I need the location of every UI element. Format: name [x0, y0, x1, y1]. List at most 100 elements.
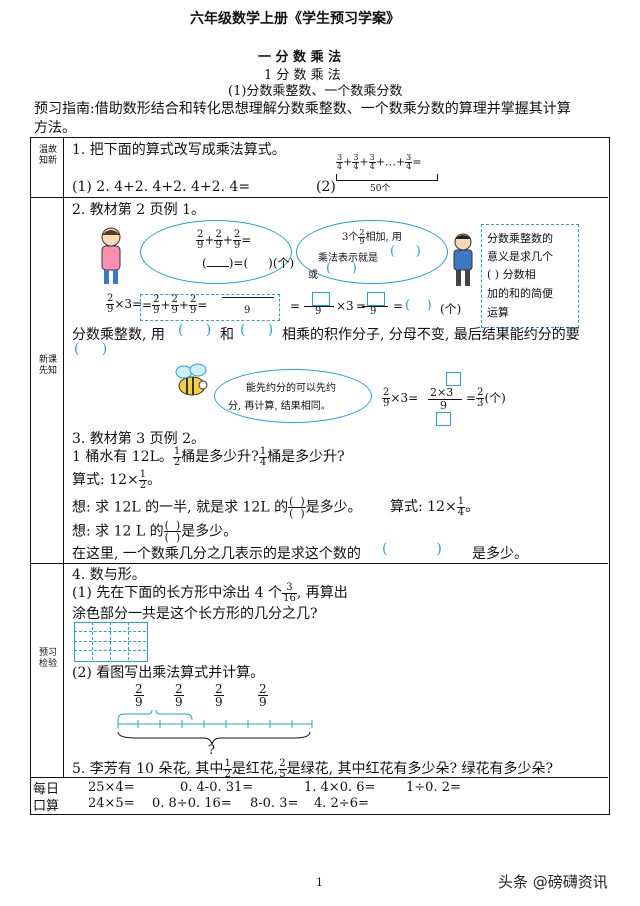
rule-blank-3: ( ) — [74, 341, 108, 357]
q3-think-1: 想: 求 12L 的一半, 就是求 12L 的( )( )是多少。 — [72, 495, 362, 520]
definition-box — [481, 224, 579, 328]
rule-part-1: 分数乘整数, 用 — [72, 327, 165, 343]
unit-title: 一 分 数 乘 法 — [258, 50, 342, 65]
q3-conclusion-b: 是多少。 — [472, 546, 528, 562]
q1-count-label: 50个 — [370, 184, 391, 194]
bee-illustration — [175, 363, 208, 396]
row-divider-2 — [30, 563, 608, 564]
bubble-boy-blank1: ( ) — [390, 244, 421, 259]
shading-rectangle[interactable] — [74, 622, 148, 662]
grid-h2 — [74, 641, 146, 642]
bubble-boy-blank2: ( ) — [326, 261, 357, 276]
section-label-daily: 每日 — [33, 782, 60, 797]
definition-line-5: 运算 — [487, 306, 509, 319]
oral-r1-c4: 1÷0. 2= — [406, 780, 461, 795]
section-label-check: 预习检验 — [38, 648, 57, 669]
cancel-line — [428, 399, 462, 400]
q2-box-numerator-2 — [367, 292, 385, 306]
q1-brace — [336, 174, 438, 181]
section-label-oral: 口算 — [33, 799, 60, 814]
girl-illustration — [101, 227, 121, 284]
q2-title: 2. 教材第 2 页例 1。 — [72, 202, 205, 218]
q4-part1-line2: 涂色部分一共是这个长方形的几分之几? — [72, 606, 318, 622]
oral-r2-c1: 24×5= — [88, 796, 135, 811]
q2-box-den-2: 9 — [370, 306, 377, 317]
oral-r1-c3: 1. 4×0. 6= — [304, 780, 376, 795]
q2-answer-unit: (个) — [440, 302, 462, 316]
label-column-divider — [63, 137, 64, 777]
section-label-newlesson: 新课先知 — [38, 355, 57, 376]
q2-eq-to-box: = — [290, 299, 301, 313]
definition-line-3: ( ) 分数相 — [487, 268, 536, 281]
oral-r2-c3: 8-0. 3= — [250, 796, 299, 811]
boy-illustration — [453, 233, 473, 286]
row-divider-1 — [30, 197, 608, 198]
oral-r1-c2: 0. 4-0. 31= — [180, 780, 254, 795]
q2-box-eq: = — [356, 299, 367, 313]
bubble-boy-line2: 乘法表示就是 — [318, 253, 378, 264]
segment-question-mark: ? — [208, 743, 215, 758]
q3-title: 3. 教材第 3 页例 2。 — [72, 431, 205, 447]
q2-box-times: ×3 — [336, 299, 354, 313]
q1-b: (2) — [316, 179, 336, 195]
definition-line-4: 加的和的简便 — [487, 287, 553, 300]
row-divider-3 — [30, 777, 608, 778]
bubble-girl-frac-blank: ()=()(个) — [202, 256, 295, 270]
q2-box-numerator — [312, 292, 330, 306]
cancel-numerator: 2×3 — [430, 386, 454, 399]
page-number: 1 — [316, 876, 323, 889]
speech-bubble-girl — [140, 220, 292, 284]
cancel-denominator: 9 — [440, 399, 447, 412]
bee-bubble-line2: 分, 再计算, 结果相同。 — [228, 401, 331, 412]
q3-think-2: 想: 求 12 L 的( )( )是多少。 — [72, 519, 238, 544]
watermark: 头条 @磅礴资讯 — [498, 873, 608, 891]
q2-box-line — [304, 306, 334, 307]
segment-diagram — [117, 710, 313, 746]
rule-part-2: 和 — [220, 327, 234, 343]
rule-blank-2: ( ) — [240, 322, 274, 338]
cancel-box-top — [446, 372, 461, 386]
q3-conclusion-a: 在这里, 一个数乘几分之几表示的是求这个数的 — [72, 546, 361, 562]
grid-h3 — [74, 650, 146, 651]
q2-numerator-blank — [222, 297, 274, 298]
q2-box-den: 9 — [315, 306, 322, 317]
page-title: 六年级数学上册《学生预习学案》 — [190, 11, 400, 27]
bee-bubble-line1: 能先约分的可以先约 — [246, 383, 336, 394]
lesson-title: 1 分 数 乘 法 — [264, 68, 341, 83]
q1-a: (1) 2. 4+2. 4+2. 4+2. 4= — [72, 179, 251, 195]
rule-blank-1: ( ) — [178, 322, 212, 338]
speech-bubble-boy — [296, 220, 448, 284]
q2-box-line-2 — [362, 306, 388, 307]
q2-box-eq-2: = — [393, 299, 404, 313]
oral-r1-c1: 25×4= — [88, 780, 135, 795]
cancel-box-bottom — [436, 412, 451, 426]
oral-r2-c4: 4. 2÷6= — [314, 796, 369, 811]
section-label-review: 温故知新 — [38, 145, 57, 166]
q2-expanded-box — [140, 294, 280, 321]
q2-answer-blank: ( ) — [405, 298, 432, 313]
q2-denominator-9: 9 — [244, 305, 251, 316]
bubble-boy-line3: 或 — [308, 270, 318, 281]
speech-bubble-bee — [214, 369, 372, 423]
lesson-subtitle: (1)分数乘整数、一个数乘分数 — [228, 84, 403, 99]
oral-r2-c2: 0. 8÷0. 16= — [152, 796, 232, 811]
preview-guide: 预习指南:借助数形结合和转化思想理解分数乘整数、一个数乘分数的算理并掌握其计算 — [34, 101, 571, 117]
q3-conclusion-blank: ( ) — [382, 541, 442, 557]
q4-part2: (2) 看图写出乘法算式并计算。 — [72, 665, 265, 681]
definition-line-2: 意义是求几个 — [487, 250, 553, 263]
